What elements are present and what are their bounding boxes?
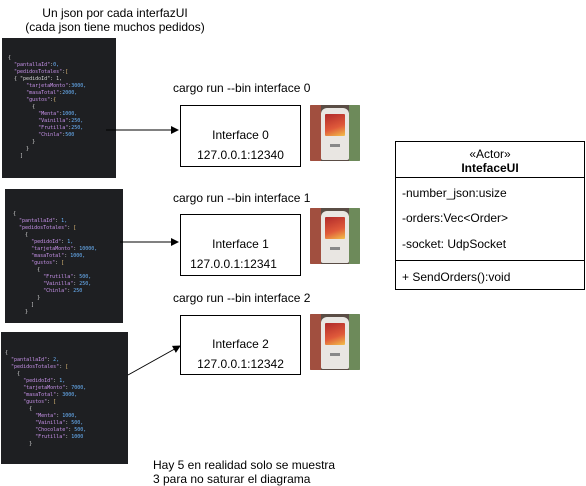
code-line: "Chocolate": 500, <box>35 427 87 433</box>
code-line: "Vainilla": 250, <box>43 281 92 287</box>
interface-address-0: 127.0.0.1:12340 <box>197 148 284 162</box>
code-line: "Frutilla": 1000 <box>35 434 84 440</box>
code-line: "gustos": [ <box>31 260 65 266</box>
json-snippet-1-lines: { "pantallaId": 1, "pedidosTotales": [ {… <box>5 203 123 316</box>
command-label-0: cargo run --bin interface 0 <box>173 81 311 95</box>
arrow-json-2 <box>127 345 181 376</box>
interface-name-1: Interface 1 <box>212 237 269 251</box>
code-line: } <box>13 309 29 315</box>
top-note: Un json por cada interfazUI (cada json t… <box>0 6 230 34</box>
code-line: "Menta": 1000, <box>35 413 78 419</box>
code-line: { <box>8 55 12 61</box>
code-line: "masaTotal": 1000, <box>31 253 86 259</box>
code-line: "pedidosTotales": [ <box>19 225 77 231</box>
code-line: "pedidosTotales": [ <box>11 364 69 370</box>
uml-stereotype: «Actor» <box>469 147 511 161</box>
code-line: "Frutilla":250, <box>38 125 84 131</box>
code-line: "pantallaId": 2, <box>11 357 60 363</box>
interface-address-2: 127.0.0.1:12342 <box>197 357 284 371</box>
code-line: "tarjetaMonto": 7000, <box>23 385 87 391</box>
code-line: { <box>13 232 29 238</box>
code-line: "Chinla": 250 <box>43 288 83 294</box>
top-note-line-2: (cada json tiene muchos pedidos) <box>25 20 205 34</box>
kiosk-image-0 <box>310 105 360 161</box>
uml-class-header: «Actor» IntefaceUI <box>396 142 584 178</box>
top-note-line-1: Un json por cada interfazUI <box>42 6 188 20</box>
json-snippet-0-lines: { "pantallaId":0, "pedidosTotales":[ { "… <box>2 52 116 167</box>
bottom-note-line-1: Hay 5 en realidad solo se muestra <box>153 458 336 472</box>
uml-attribute: -number_json:usize <box>402 186 507 200</box>
code-line: { <box>5 406 33 412</box>
code-line: } <box>13 295 41 301</box>
bottom-note-line-2: 3 para no saturar el diagrama <box>153 472 311 486</box>
code-line: { <box>5 371 21 377</box>
uml-method: + SendOrders():void <box>402 270 511 284</box>
interface-box-0: Interface 0 127.0.0.1:12340 <box>180 105 301 167</box>
code-line: "masaTotal": 3000, <box>23 392 78 398</box>
json-snippet-2-lines: { "pantallaId": 2, "pedidosTotales": [ {… <box>1 346 128 448</box>
code-line: "Menta":1000, <box>38 111 78 117</box>
json-snippet-1: { "pantallaId": 1, "pedidosTotales": [ {… <box>5 189 123 323</box>
code-line: "tarjetaMonto":3000, <box>26 83 87 89</box>
code-line: { <box>13 211 17 217</box>
code-line: } <box>5 441 33 447</box>
code-line: ] <box>8 153 24 159</box>
code-line: } <box>8 139 36 145</box>
code-line: ] <box>13 302 35 308</box>
code-line: "Vainilla": 500, <box>35 420 84 426</box>
code-line: "pedidosTotales":[ <box>14 69 69 75</box>
json-snippet-2: { "pantallaId": 2, "pedidosTotales": [ {… <box>1 332 128 464</box>
command-label-2: cargo run --bin interface 2 <box>173 291 311 305</box>
interface-name-2: Interface 2 <box>212 337 269 351</box>
interface-name-0: Interface 0 <box>212 128 269 142</box>
uml-class-name: IntefaceUI <box>461 161 519 175</box>
interface-box-2: Interface 2 127.0.0.1:12342 <box>180 315 301 375</box>
code-line: "Vainilla":250, <box>38 118 84 124</box>
uml-class-box: «Actor» IntefaceUI -number_json:usize -o… <box>395 141 585 290</box>
code-line: { <box>5 350 9 356</box>
code-line: } <box>8 146 30 152</box>
code-line: { <box>8 104 36 110</box>
code-line: "Frutilla": 500, <box>43 274 92 280</box>
code-line: "gustos":{ <box>26 97 57 103</box>
bottom-note: Hay 5 en realidad solo se muestra 3 para… <box>153 458 335 486</box>
kiosk-image-2 <box>310 314 360 370</box>
code-line: "masaTotal":2000, <box>26 90 78 96</box>
code-line: "pedidoId": 1, <box>23 378 66 384</box>
code-line: { "pedidoId": 1, <box>8 76 63 82</box>
interface-box-1: Interface 1 127.0.0.1:12341 <box>180 214 301 276</box>
kiosk-image-1 <box>310 208 360 264</box>
code-line: "gustos": [ <box>23 399 57 405</box>
json-snippet-0: { "pantallaId":0, "pedidosTotales":[ { "… <box>2 38 116 178</box>
code-line: { <box>13 267 41 273</box>
command-label-1: cargo run --bin interface 1 <box>173 191 311 205</box>
code-line: "pedidoId": 1, <box>31 239 74 245</box>
interface-address-1: 127.0.0.1:12341 <box>190 257 277 271</box>
code-line: "pantallaId":0, <box>14 62 60 68</box>
uml-attributes: -number_json:usize -orders:Vec<Order> -s… <box>396 177 584 261</box>
code-line: "tarjetaMonto": 10000, <box>31 246 98 252</box>
uml-attribute: -orders:Vec<Order> <box>402 211 509 225</box>
uml-attribute: -socket: UdpSocket <box>402 237 507 251</box>
code-line: "pantallaId": 1, <box>19 218 68 224</box>
code-line: "Chinla":500 <box>38 132 75 138</box>
